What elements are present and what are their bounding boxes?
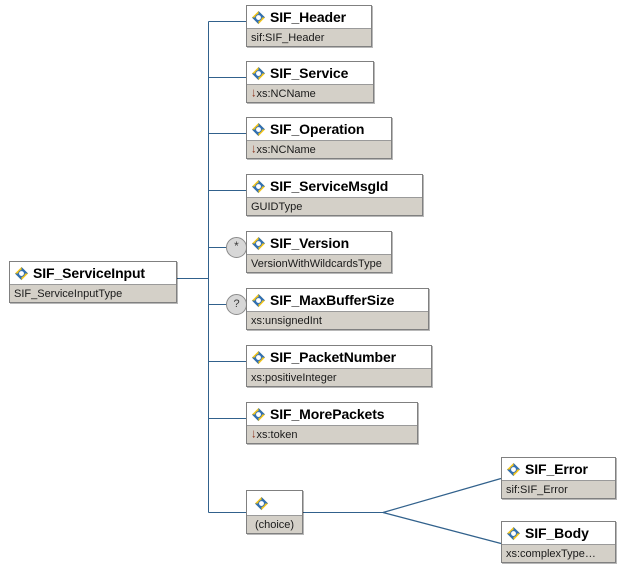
node-name: SIF_Error: [525, 461, 588, 477]
node-choice[interactable]: (choice): [246, 490, 303, 534]
node-type: GUIDType: [247, 197, 422, 215]
node-title-row: SIF_MorePackets: [247, 403, 417, 425]
node-title-row: SIF_ServiceInput: [10, 262, 176, 284]
node-name: SIF_ServiceInput: [33, 265, 145, 281]
element-diamond-icon: [251, 293, 266, 307]
node-name: SIF_PacketNumber: [270, 349, 397, 365]
node-title-row: SIF_Header: [247, 6, 371, 28]
node-title-row: SIF_Version: [247, 232, 391, 254]
node-name: SIF_Header: [270, 9, 347, 25]
node-sif-error[interactable]: SIF_Error sif:SIF_Error: [501, 457, 616, 499]
node-name: SIF_MaxBufferSize: [270, 292, 395, 308]
node-type: ↓xs:token: [247, 425, 417, 443]
element-diamond-icon: [251, 122, 266, 136]
node-type: VersionWithWildcardsType: [247, 254, 391, 272]
node-title-row: SIF_Body: [502, 522, 615, 544]
node-name: SIF_ServiceMsgId: [270, 178, 389, 194]
node-title-row: SIF_MaxBufferSize: [247, 289, 428, 311]
node-type-text: sif:SIF_Error: [506, 483, 568, 496]
node-sif-morepackets[interactable]: SIF_MorePackets ↓xs:token: [246, 402, 418, 444]
node-sif-operation[interactable]: SIF_Operation ↓xs:NCName: [246, 117, 392, 159]
node-type-text: xs:NCName: [256, 87, 316, 100]
occurrence-indicator-optional: ?: [226, 294, 247, 315]
node-type: xs:positiveInteger: [247, 368, 431, 386]
choice-label: (choice): [247, 515, 302, 533]
node-name: SIF_Service: [270, 65, 349, 81]
node-sif-maxbuffersize[interactable]: SIF_MaxBufferSize xs:unsignedInt: [246, 288, 429, 330]
node-sif-header[interactable]: SIF_Header sif:SIF_Header: [246, 5, 372, 47]
type-arrow-icon: ↓: [251, 142, 257, 156]
node-type-text: xs:NCName: [256, 143, 316, 156]
node-type: ↓xs:NCName: [247, 84, 373, 102]
node-title-row: SIF_Service: [247, 62, 373, 84]
node-title-row: SIF_ServiceMsgId: [247, 175, 422, 197]
node-sif-serviceinput[interactable]: SIF_ServiceInput SIF_ServiceInputType: [9, 261, 177, 303]
node-sif-service[interactable]: SIF_Service ↓xs:NCName: [246, 61, 374, 103]
node-sif-body[interactable]: SIF_Body xs:complexType…: [501, 521, 616, 563]
type-arrow-icon: ↓: [251, 86, 257, 100]
node-name: SIF_Body: [525, 525, 589, 541]
node-name: SIF_Version: [270, 235, 350, 251]
node-sif-servicemsgid[interactable]: SIF_ServiceMsgId GUIDType: [246, 174, 423, 216]
node-type-text: xs:complexType…: [506, 547, 596, 560]
node-type-text: GUIDType: [251, 200, 303, 213]
node-type-text: xs:token: [256, 428, 298, 441]
element-diamond-icon: [251, 407, 266, 421]
node-type-text: SIF_ServiceInputType: [14, 287, 123, 300]
node-title-row: SIF_Error: [502, 458, 615, 480]
node-name: SIF_Operation: [270, 121, 365, 137]
node-type: xs:complexType…: [502, 544, 615, 562]
node-title-row: SIF_Operation: [247, 118, 391, 140]
occurrence-indicator-zero-or-more: *: [226, 237, 247, 258]
node-type-text: xs:unsignedInt: [251, 314, 322, 327]
node-title-row: [247, 491, 302, 515]
node-type-text: VersionWithWildcardsType: [251, 257, 382, 270]
element-diamond-icon: [251, 66, 266, 80]
element-diamond-icon: [251, 350, 266, 364]
node-type: sif:SIF_Header: [247, 28, 371, 46]
node-sif-version[interactable]: SIF_Version VersionWithWildcardsType: [246, 231, 392, 273]
element-diamond-icon: [506, 526, 521, 540]
node-name: SIF_MorePackets: [270, 406, 385, 422]
node-sif-packetnumber[interactable]: SIF_PacketNumber xs:positiveInteger: [246, 345, 432, 387]
node-type-text: sif:SIF_Header: [251, 31, 325, 44]
node-type: SIF_ServiceInputType: [10, 284, 176, 302]
node-type: ↓xs:NCName: [247, 140, 391, 158]
element-diamond-icon: [251, 10, 266, 24]
element-diamond-icon: [251, 236, 266, 250]
element-diamond-icon: [506, 462, 521, 476]
element-diamond-icon: [251, 179, 266, 193]
node-title-row: SIF_PacketNumber: [247, 346, 431, 368]
type-arrow-icon: ↓: [251, 427, 257, 441]
node-type: sif:SIF_Error: [502, 480, 615, 498]
node-type-text: xs:positiveInteger: [251, 371, 337, 384]
element-diamond-icon: [14, 266, 29, 280]
choice-diamond-icon: [254, 496, 269, 510]
occurrence-symbol: *: [234, 238, 239, 253]
occurrence-symbol: ?: [233, 298, 240, 310]
node-type: xs:unsignedInt: [247, 311, 428, 329]
